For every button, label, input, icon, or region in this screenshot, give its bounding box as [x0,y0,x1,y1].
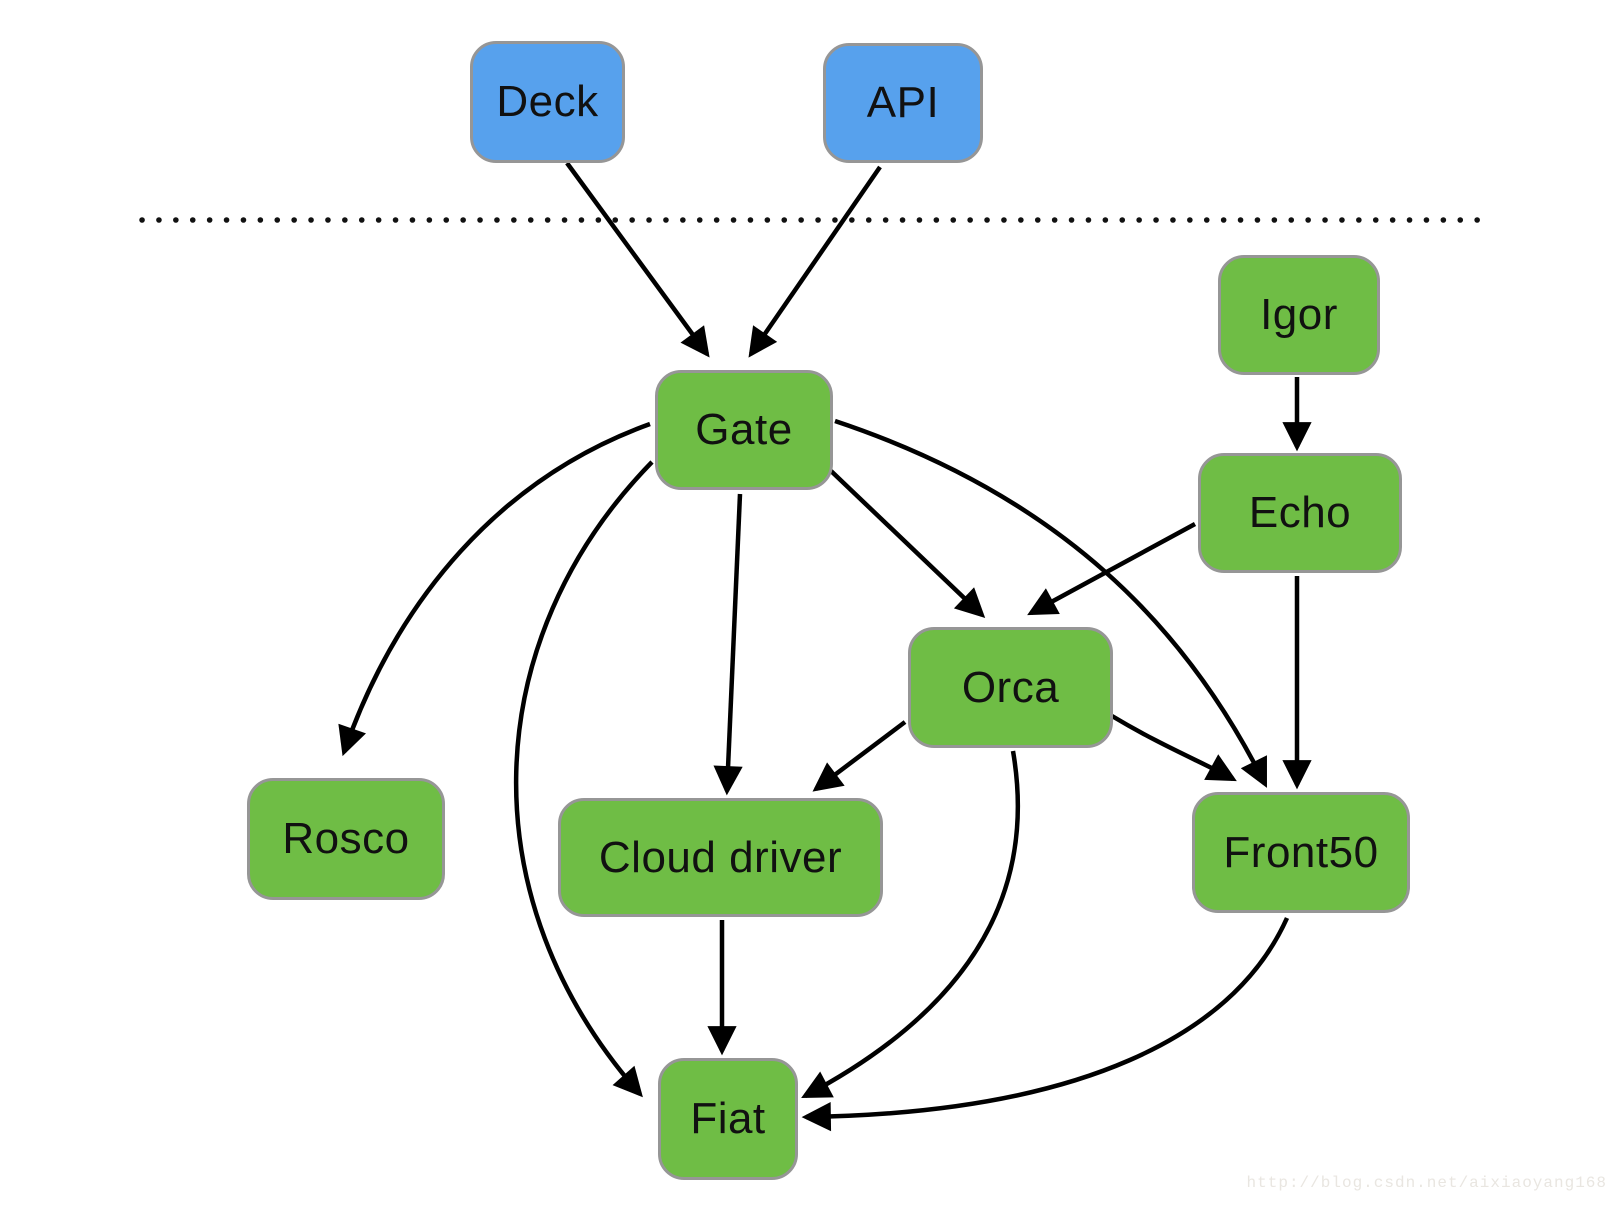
edge-gate-orca [828,468,986,619]
node-rosco: Rosco [247,778,445,900]
node-igor-label: Igor [1260,290,1338,339]
edge-gate-fiat [514,460,654,1098]
node-fiat-label: Fiat [690,1094,766,1143]
node-api: API [823,43,983,163]
edge-gate-rosco [338,421,651,757]
node-front50-label: Front50 [1223,827,1379,877]
node-deck: Deck [470,41,625,163]
edge-orca-clouddriver [812,720,907,792]
edge-orca-front50 [1110,714,1237,782]
node-fiat: Fiat [658,1058,798,1180]
node-front50: Front50 [1192,792,1410,913]
node-echo: Echo [1198,453,1402,573]
edge-echo-orca [1027,522,1197,616]
watermark-text: http://blog.csdn.net/aixiaoyang168 [1246,1174,1607,1192]
node-rosco-label: Rosco [282,814,410,863]
edge-deck-gate [565,161,710,358]
node-gate: Gate [655,370,833,490]
node-api-label: API [866,78,940,127]
node-clouddriver-label: Cloud driver [598,832,843,882]
node-orca-label: Orca [961,662,1060,712]
node-deck-label: Deck [496,77,599,126]
node-echo-label: Echo [1248,488,1352,537]
edge-api-gate [748,165,882,358]
node-gate-label: Gate [695,405,793,454]
edge-gate-clouddriver [713,493,743,796]
node-clouddriver: Cloud driver [558,798,883,917]
node-igor: Igor [1218,255,1380,375]
edge-front50-fiat [801,917,1290,1132]
edge-orca-fiat [801,750,1021,1099]
node-orca: Orca [908,627,1113,748]
